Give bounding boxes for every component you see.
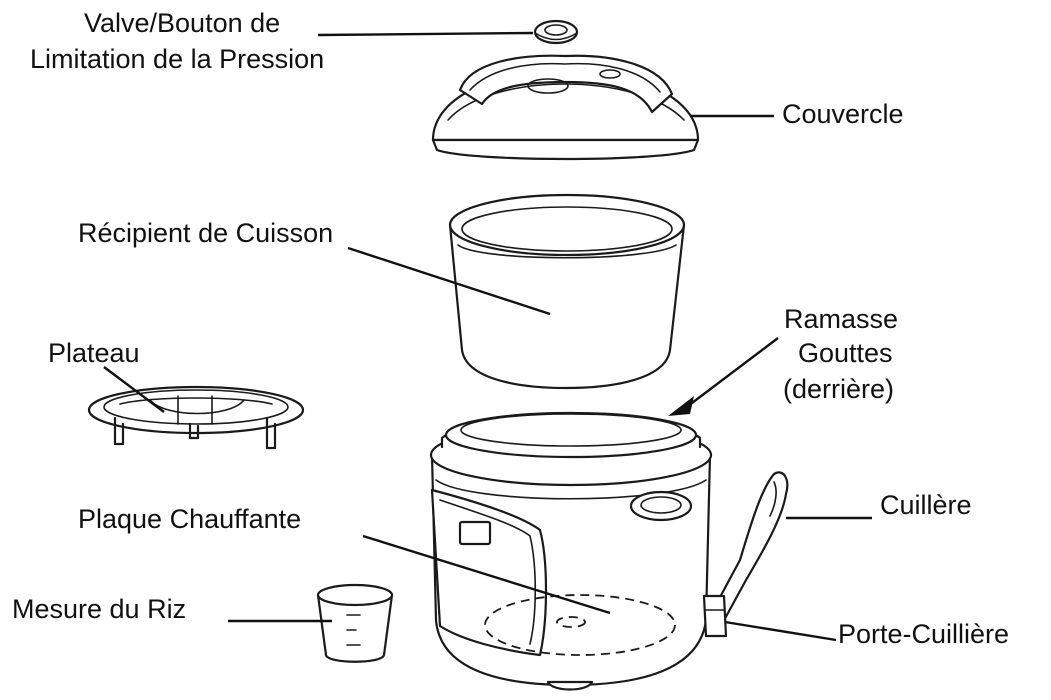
leader-rack	[103, 366, 165, 413]
label-valve-line1: Valve/Bouton de	[84, 8, 280, 38]
label-rice-measure: Mesure du Riz	[12, 594, 186, 624]
leader-heating-plate	[362, 534, 611, 615]
drip-arrow-head	[668, 396, 694, 416]
label-spoon: Cuillère	[880, 490, 972, 520]
leader-drip-collector	[687, 337, 779, 407]
label-drip-line3: (derrière)	[783, 374, 894, 404]
label-spoon-holder: Porte-Cuillière	[838, 619, 1009, 649]
lid-drawing	[431, 54, 700, 161]
leader-spoon-holder	[724, 620, 837, 642]
label-drip-line1: Ramasse	[784, 304, 898, 334]
inner-pot-drawing	[448, 193, 686, 390]
leader-valve	[317, 31, 534, 37]
rice-measure-drawing	[316, 583, 394, 663]
label-inner-pot: Récipient de Cuisson	[78, 218, 333, 248]
leader-inner-pot	[347, 246, 551, 316]
labels: Valve/Bouton de Limitation de la Pressio…	[12, 8, 1009, 649]
base-unit-drawing	[429, 411, 713, 691]
spoon-drawing	[702, 471, 789, 638]
label-heating-plate: Plaque Chauffante	[78, 504, 301, 534]
rack-drawing	[87, 385, 305, 450]
leader-lines	[103, 31, 872, 642]
label-drip-line2: Gouttes	[798, 338, 893, 368]
label-valve-line2: Limitation de la Pression	[30, 44, 324, 74]
pressure-valve-drawing	[533, 19, 579, 45]
label-rack: Plateau	[48, 338, 140, 368]
label-lid: Couvercle	[782, 99, 904, 129]
